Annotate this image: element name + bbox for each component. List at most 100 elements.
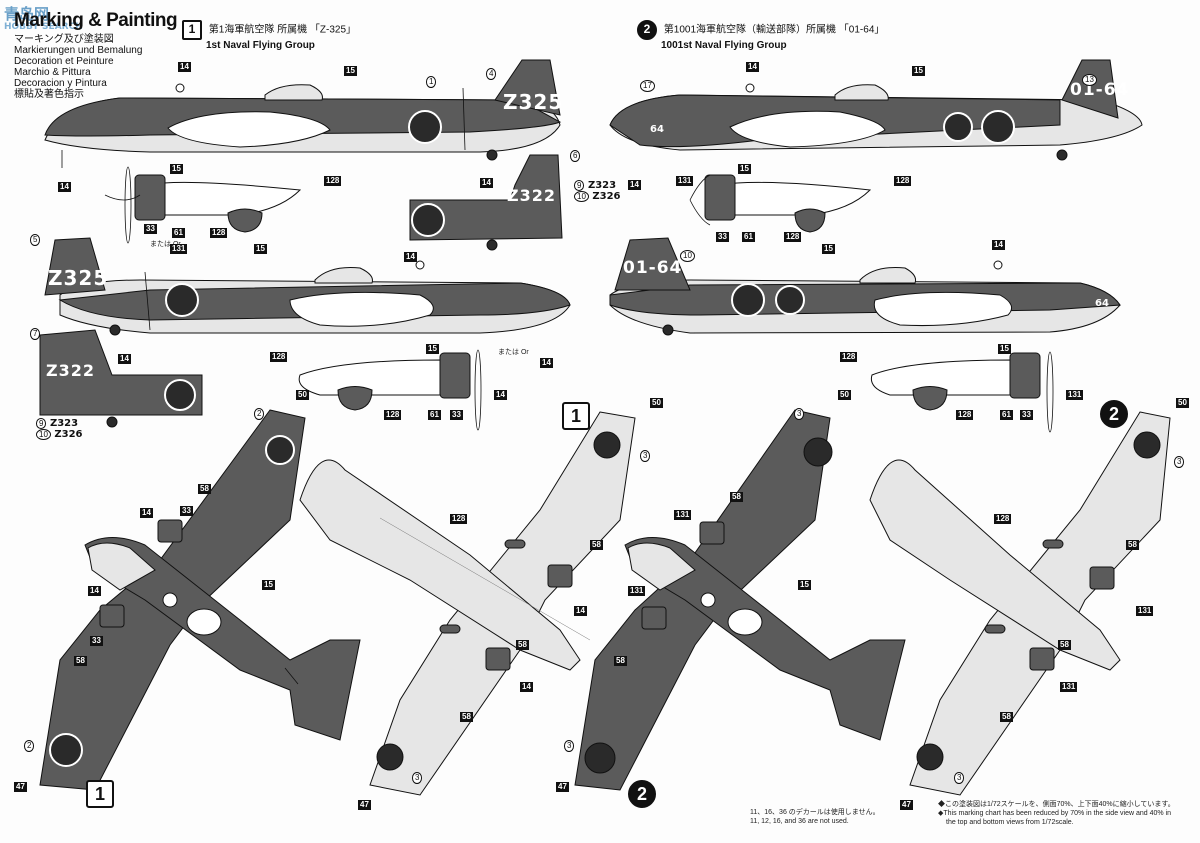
callout-131: 131 — [676, 176, 694, 186]
callout-8: 14 — [140, 508, 153, 518]
callout-50: 50 — [838, 390, 851, 400]
nose-code-64-a: 64 — [650, 124, 664, 135]
callout-47: 47 — [358, 800, 371, 810]
callout-4: 4 — [486, 68, 497, 80]
callout-2: 2 — [254, 408, 265, 420]
subtitle-de: Markierungen und Bemalung — [14, 45, 143, 56]
group-2-jp: 第1001海軍航空隊（輸送部隊）所属機 「01-64」 — [663, 24, 885, 36]
callout-128: 128 — [384, 410, 402, 420]
callout-1: 1 — [426, 76, 437, 88]
callout-50: 50 — [296, 390, 309, 400]
tail-code-z322-a: Z322 — [507, 186, 556, 205]
panel-2-badge-bottom: 2 — [628, 780, 656, 808]
callout-6: 6 — [570, 150, 581, 162]
group-1-badge: 1 — [182, 20, 202, 40]
alt-code-z326-a: Z326 — [592, 191, 621, 202]
callout-58: 58 — [198, 484, 211, 494]
callout-33: 33 — [1020, 410, 1033, 420]
callout-3: 3 — [412, 772, 423, 784]
callout-15: 15 — [912, 66, 925, 76]
callout-58: 58 — [1126, 540, 1139, 550]
callout-58: 58 — [460, 712, 473, 722]
callout-8: 14 — [494, 390, 507, 400]
callout-47: 47 — [900, 800, 913, 810]
aircraft-1-tail-z322-bottom — [39, 329, 203, 428]
callout-15: 15 — [426, 344, 439, 354]
footnote-unused-decals: 11、16、36 のデカールは使用しません。 11, 12, 16, and 3… — [750, 809, 880, 825]
panel-1-badge-top: 1 — [562, 402, 590, 430]
callout-128: 128 — [956, 410, 974, 420]
callout-15: 15 — [738, 164, 751, 174]
callout-61: 61 — [1000, 410, 1013, 420]
alt-code-group-b: 9 Z323 10 Z326 — [36, 418, 83, 440]
callout-61: 61 — [742, 232, 755, 242]
nose-code-64-b: 64 — [1095, 298, 1109, 309]
aircraft-1-side-view-right — [44, 237, 571, 336]
callout-47: 47 — [14, 782, 27, 792]
callout-50: 50 — [650, 398, 663, 408]
panel-1-badge-bottom: 1 — [86, 780, 114, 808]
callout-128: 128 — [894, 176, 912, 186]
aircraft-1-engine-nacelle-top — [104, 166, 302, 244]
callout-131: 131 — [674, 510, 692, 520]
callout-3: 3 — [1174, 456, 1185, 468]
callout-8: 14 — [628, 180, 641, 190]
aircraft-1-engine-nacelle-bottom — [298, 349, 482, 431]
callout-33: 33 — [716, 232, 729, 242]
callout-15: 15 — [262, 580, 275, 590]
callout-58: 58 — [590, 540, 603, 550]
aircraft-1-tail-z322-top — [409, 154, 563, 251]
alt-code-z326-b: Z326 — [54, 429, 83, 440]
callout-3: 3 — [564, 740, 575, 752]
group-2-en: 1001st Naval Flying Group — [661, 40, 787, 51]
callout-8: 14 — [178, 62, 191, 72]
callout-50: 50 — [1176, 398, 1189, 408]
callout-58: 58 — [1058, 640, 1071, 650]
callout-33: 33 — [144, 224, 157, 234]
callout-58: 58 — [1000, 712, 1013, 722]
tail-code-0164-a: 01-64 — [1070, 80, 1130, 100]
callout-3: 3 — [954, 772, 965, 784]
tail-code-z325-b: Z325 — [48, 266, 109, 290]
aircraft-2-engine-nacelle-bottom — [870, 351, 1054, 433]
subtitle-list: マーキング及び塗装図 Markierungen und Bemalung Dec… — [14, 34, 142, 100]
alt-code-z323-a: Z323 — [587, 180, 617, 191]
callout-8: 14 — [480, 178, 493, 188]
subtitle-jp: マーキング及び塗装図 — [14, 34, 114, 45]
callout-15: 15 — [998, 344, 1011, 354]
group-2-badge: 2 — [637, 20, 657, 40]
group-1-jp: 第1海軍航空隊 所属機 「Z-325」 — [208, 24, 357, 36]
aircraft-1-top-view — [39, 409, 361, 791]
callout-8: 14 — [58, 182, 71, 192]
callout-8: 14 — [574, 606, 587, 616]
alt-code-group-a: 9 Z323 10 Z326 — [574, 180, 621, 202]
callout-17: 17 — [640, 80, 655, 92]
aircraft-2-bottom-view — [869, 411, 1171, 796]
subtitle-es: Decoracion y Pintura — [14, 78, 107, 89]
callout-7: 7 — [30, 328, 41, 340]
callout-58: 58 — [614, 656, 627, 666]
aircraft-2-engine-nacelle-top — [689, 174, 872, 233]
callout-128: 128 — [450, 514, 468, 524]
subtitle-it: Marchio & Pittura — [14, 67, 91, 78]
callout-128: 128 — [840, 352, 858, 362]
group-2-header: 2 第1001海軍航空隊（輸送部隊）所属機 「01-64」 1001st Nav… — [637, 20, 884, 52]
callout-3: 3 — [794, 408, 805, 420]
callout-8: 14 — [88, 586, 101, 596]
alt-code-z323-b: Z323 — [49, 418, 79, 429]
callout-14: 10 — [680, 250, 695, 262]
callout-15: 15 — [344, 66, 357, 76]
callout-128: 128 — [270, 352, 288, 362]
callout-131: 131 — [1060, 682, 1078, 692]
callout-131: 131 — [170, 244, 188, 254]
callout-58: 58 — [730, 492, 743, 502]
callout-128: 128 — [210, 228, 228, 238]
callout-58: 58 — [74, 656, 87, 666]
callout-47: 47 — [556, 782, 569, 792]
callout-5: 5 — [30, 234, 41, 246]
callout-58: 58 — [516, 640, 529, 650]
callout-128: 128 — [994, 514, 1012, 524]
callout-131: 131 — [628, 586, 646, 596]
callout-128: 128 — [784, 232, 802, 242]
